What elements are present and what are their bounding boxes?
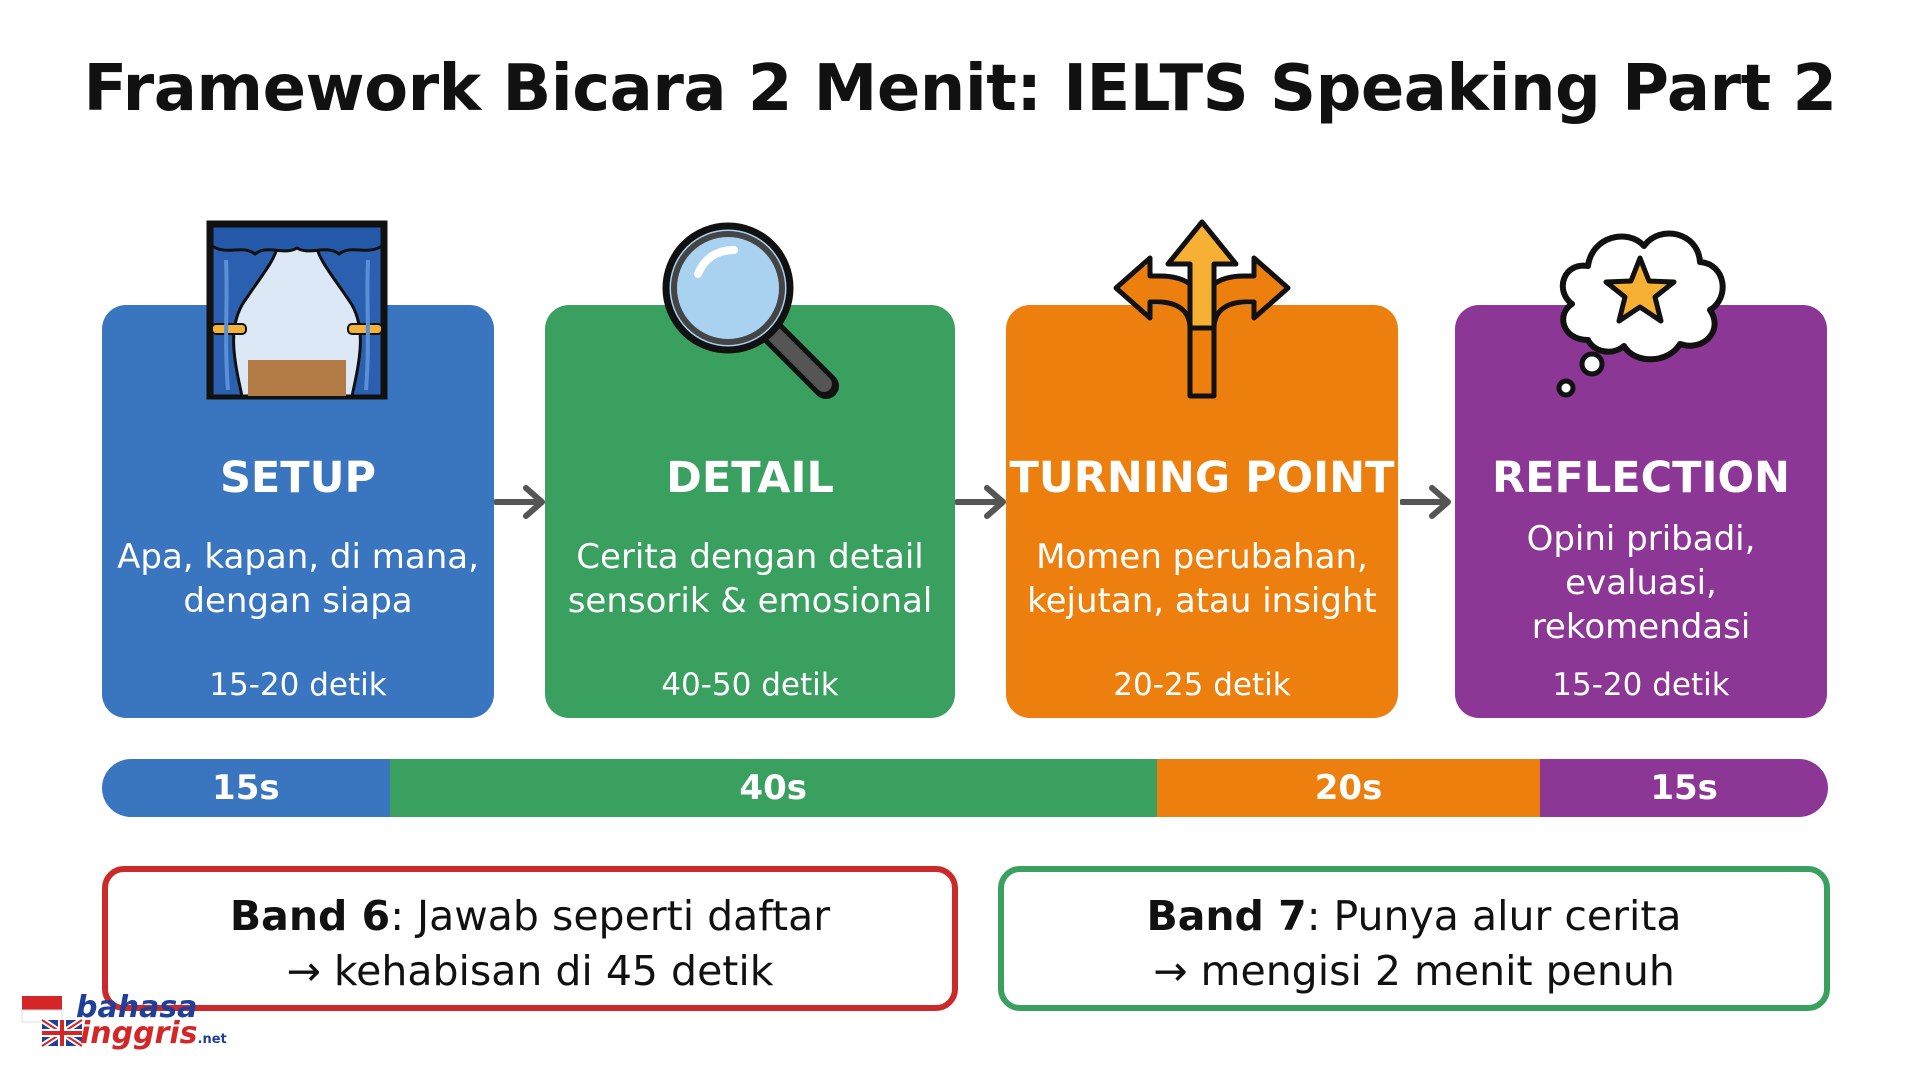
brand-logo: bahasa inggris.net	[20, 990, 227, 1054]
stage-heading: SETUP	[219, 453, 377, 503]
stage-description: Apa, kapan, di mana, dengan siapa	[117, 537, 479, 621]
band-label: Band 6	[229, 892, 391, 940]
thought-bubble-star-icon	[1556, 230, 1726, 398]
flag-icon	[21, 996, 84, 1049]
timeline-bar: 15s 40s 20s 15s	[102, 759, 1828, 817]
stage-heading: DETAIL	[666, 453, 834, 503]
arrow-right-icon	[494, 485, 545, 519]
timeline-segment: 20s	[1156, 759, 1541, 817]
stage-duration: 40-50 detik	[661, 667, 839, 703]
stage-card-reflection: REFLECTION Opini pribadi, evaluasi, reko…	[1455, 305, 1827, 718]
arrow-right-icon	[1400, 485, 1451, 519]
branching-arrows-icon	[1113, 219, 1291, 399]
band-7-box: Band 7: Punya alur cerita → mengisi 2 me…	[998, 866, 1830, 1011]
timeline-segment: 15s	[1540, 759, 1828, 817]
stage-description: Momen perubahan, kejutan, atau insight	[1027, 537, 1377, 621]
theater-curtain-icon	[206, 220, 388, 400]
stage-heading: REFLECTION	[1491, 453, 1791, 503]
stage-duration: 15-20 detik	[209, 667, 387, 703]
band-6-box: Band 6: Jawab seperti daftar → kehabisan…	[102, 866, 958, 1011]
timeline-segment: 40s	[389, 759, 1157, 817]
page-title: Framework Bicara 2 Menit: IELTS Speaking…	[83, 52, 1837, 126]
stage-duration: 15-20 detik	[1552, 667, 1730, 703]
stage-description: Cerita dengan detail sensorik & emosiona…	[567, 537, 933, 621]
logo-text-bottom: inggris.net	[80, 1016, 227, 1051]
logo-text-top: bahasa	[76, 990, 198, 1025]
magnifying-glass-icon	[662, 222, 839, 399]
stage-description: Opini pribadi, evaluasi, rekomendasi	[1526, 519, 1756, 647]
stage-card-detail: DETAIL Cerita dengan detail sensorik & e…	[545, 305, 955, 718]
stage-heading: TURNING POINT	[1009, 453, 1395, 503]
arrow-right-icon	[955, 485, 1006, 519]
timeline-segment: 15s	[102, 759, 390, 817]
stage-duration: 20-25 detik	[1113, 667, 1291, 703]
band-label: Band 7	[1146, 892, 1307, 940]
